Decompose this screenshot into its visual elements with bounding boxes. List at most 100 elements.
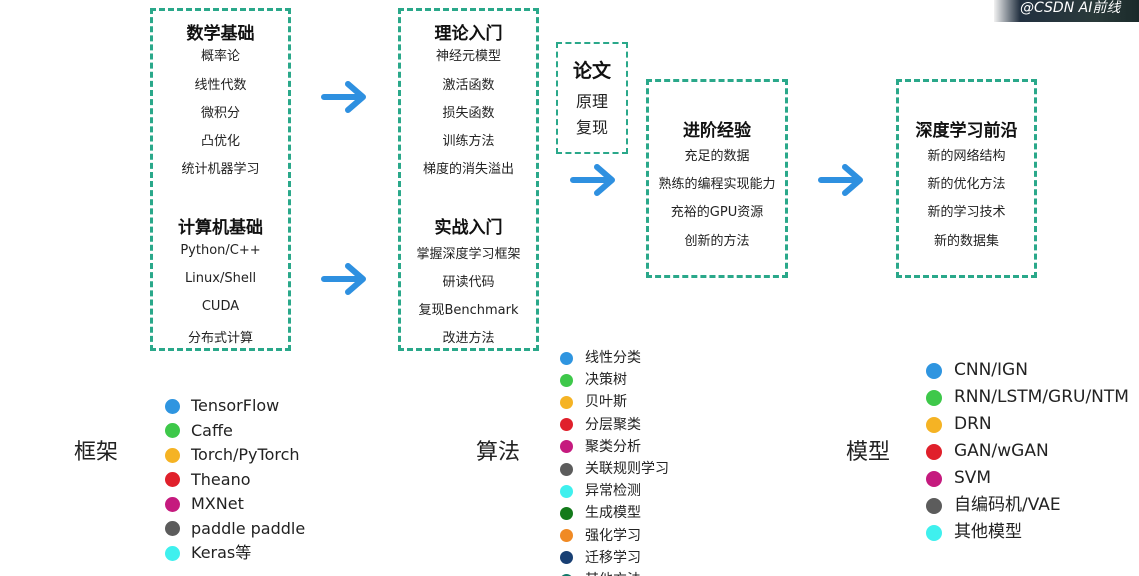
arrow-right-icon (321, 81, 366, 113)
legend-item-label: 分层聚类 (585, 416, 641, 433)
practice-item: 研读代码 (442, 275, 495, 290)
legend-item: 其他方法 (560, 569, 641, 576)
cs-item: Python/C++ (180, 243, 261, 258)
advanced-title: 进阶经验 (683, 121, 751, 141)
legend-item: Torch/PyTorch (165, 443, 300, 468)
watermark-text: @CSDN AI前线 (1020, 0, 1121, 16)
theory-item: 损失函数 (442, 106, 495, 121)
color-dot-icon (560, 418, 573, 432)
cs-title: 计算机基础 (178, 218, 263, 238)
legend-item-label: 异常检测 (585, 483, 641, 500)
theory-item: 梯度的消失溢出 (422, 162, 514, 177)
legend-item: 强化学习 (560, 525, 641, 547)
color-dot-icon (560, 573, 573, 576)
color-dot-icon (560, 351, 573, 365)
cs-item: Linux/Shell (184, 271, 257, 286)
color-dot-icon (165, 472, 180, 488)
color-dot-icon (926, 524, 942, 541)
legend-item: 聚类分析 (560, 436, 641, 458)
legend-item-label: SVM (954, 468, 992, 488)
color-dot-icon (165, 398, 180, 414)
legend-item-label: 线性分类 (585, 350, 641, 367)
watermark-banner: @CSDN AI前线 (994, 0, 1139, 22)
color-dot-icon (560, 506, 573, 520)
legend-item: 生成模型 (560, 502, 641, 524)
foundations-box: 数学基础 概率论 线性代数 微积分 凸优化 统计机器学习 计算机基础 Pytho… (150, 8, 291, 351)
legend-item: MXNet (165, 492, 244, 517)
practice-title: 实战入门 (434, 218, 503, 238)
theory-item: 神经元模型 (435, 49, 501, 64)
legend-item: GAN/wGAN (926, 438, 1049, 465)
frontier-item: 新的数据集 (933, 234, 999, 249)
color-dot-icon (560, 395, 573, 409)
legend-item: Theano (165, 468, 251, 493)
legend-item: 线性分类 (560, 347, 641, 369)
legend-item-label: 自编码机/VAE (954, 495, 1061, 515)
color-dot-icon (560, 551, 573, 565)
legend-item: SVM (926, 465, 991, 492)
legend-item-label: Torch/PyTorch (191, 445, 300, 465)
legend-item: 决策树 (560, 369, 627, 391)
legend-item-label: 聚类分析 (585, 438, 641, 455)
legend-item: Caffe (165, 419, 233, 444)
legend-item-label: 强化学习 (585, 527, 641, 544)
color-dot-icon (165, 496, 180, 512)
practice-item: 复现Benchmark (418, 303, 519, 318)
legend-item: RNN/LSTM/GRU/NTM (926, 384, 1129, 411)
math-item: 凸优化 (200, 134, 240, 149)
color-dot-icon (560, 462, 573, 476)
practice-item: 掌握深度学习框架 (416, 247, 521, 262)
color-dot-icon (926, 389, 942, 406)
advanced-item: 熟练的编程实现能力 (658, 177, 776, 192)
legend-item-label: 其他方法 (585, 573, 641, 576)
math-item: 概率论 (200, 49, 240, 64)
advanced-item: 充足的数据 (684, 149, 750, 164)
color-dot-icon (165, 521, 180, 537)
legend-item-label: Caffe (191, 420, 233, 440)
frameworks-label: 框架 (74, 440, 119, 465)
color-dot-icon (560, 529, 573, 543)
frontier-title: 深度学习前沿 (915, 121, 1018, 141)
legend-item: CNN/IGN (926, 357, 1028, 384)
color-dot-icon (560, 440, 573, 454)
math-title: 数学基础 (186, 24, 255, 44)
arrow-right-icon (570, 164, 615, 196)
legend-item: 分层聚类 (560, 414, 641, 436)
color-dot-icon (926, 362, 942, 379)
legend-item-label: Theano (191, 469, 251, 489)
legend-item: 迁移学习 (560, 547, 641, 569)
color-dot-icon (926, 443, 942, 460)
theory-item: 激活函数 (442, 78, 495, 93)
color-dot-icon (165, 545, 180, 561)
color-dot-icon (926, 416, 942, 433)
paper-item: 原理 (575, 92, 608, 111)
legend-item-label: 关联规则学习 (585, 461, 669, 478)
legend-item-label: GAN/wGAN (954, 441, 1049, 461)
paper-box: 论文 原理 复现 (556, 42, 628, 154)
frontier-item: 新的网络结构 (927, 149, 1006, 164)
legend-item: paddle paddle (165, 517, 305, 542)
paper-title: 论文 (572, 60, 611, 82)
color-dot-icon (165, 447, 180, 463)
legend-item-label: 迁移学习 (585, 549, 641, 566)
advanced-box: 进阶经验 充足的数据 熟练的编程实现能力 充裕的GPU资源 创新的方法 (646, 79, 788, 278)
color-dot-icon (926, 470, 942, 487)
legend-item: Keras等 (165, 541, 251, 566)
legend-item-label: 决策树 (585, 372, 627, 389)
intro-box: 理论入门 神经元模型 激活函数 损失函数 训练方法 梯度的消失溢出 实战入门 掌… (398, 8, 539, 351)
frontier-box: 深度学习前沿 新的网络结构 新的优化方法 新的学习技术 新的数据集 (896, 79, 1037, 278)
math-item: 统计机器学习 (181, 162, 260, 177)
cs-item: CUDA (201, 299, 240, 314)
legend-item-label: paddle paddle (191, 518, 306, 538)
legend-item-label: Keras等 (191, 543, 252, 563)
models-label: 模型 (846, 440, 891, 465)
frontier-item: 新的优化方法 (927, 177, 1006, 192)
legend-item: 异常检测 (560, 480, 641, 502)
color-dot-icon (165, 423, 180, 439)
arrow-right-icon (818, 164, 863, 196)
legend-item-label: RNN/LSTM/GRU/NTM (954, 387, 1129, 407)
legend-item: 其他模型 (926, 519, 1022, 546)
practice-item: 改进方法 (442, 331, 495, 346)
color-dot-icon (560, 373, 573, 387)
